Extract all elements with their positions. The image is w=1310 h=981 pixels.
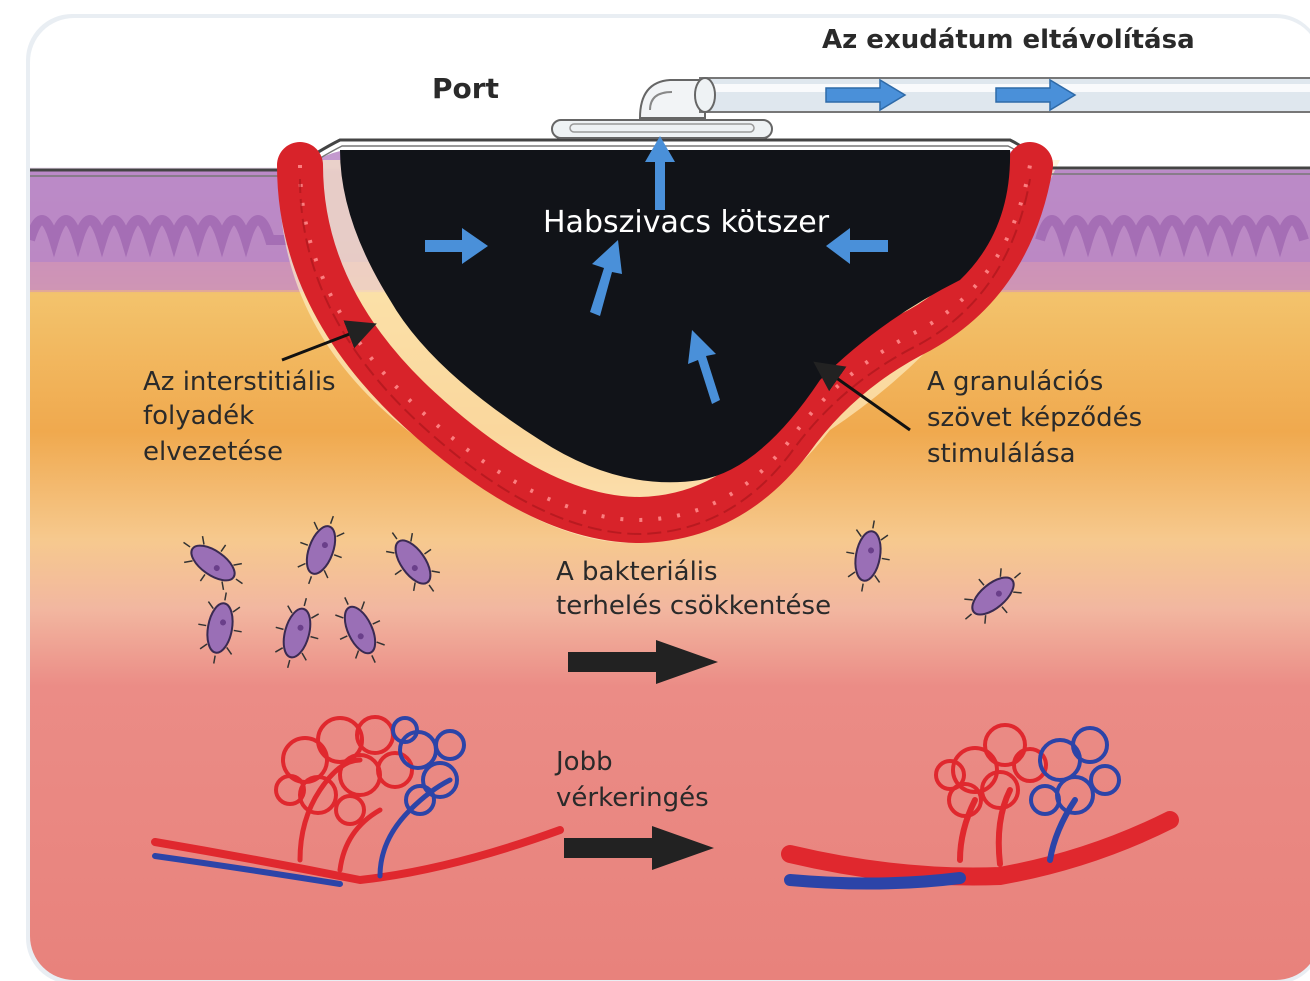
circulation-label-2: vérkeringés [556,783,709,813]
exudate-label: Az exudátum eltávolítása [822,25,1195,55]
interstitial-label-1: Az interstitiális [143,367,336,397]
interstitial-label-2: folyadék [143,401,254,431]
interstitial-label-3: elvezetése [143,437,283,467]
circulation-label-1: Jobb [554,747,613,777]
granulation-label-3: stimulálása [927,439,1076,469]
granulation-label-1: A granulációs [927,367,1103,397]
bacterial-label-1: A bakteriális [556,557,718,587]
foam-label: Habszivacs kötszer [543,205,830,240]
granulation-label-2: szövet képződés [927,403,1142,433]
bacterial-label-2: terhelés csökkentése [556,591,831,621]
port-label: Port [432,72,499,105]
